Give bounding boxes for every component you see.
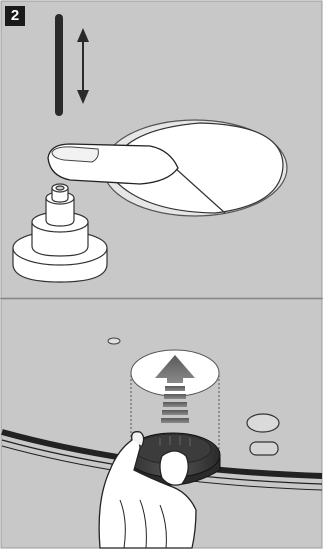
round-bump (247, 414, 279, 432)
bottom-panel (1, 299, 322, 548)
oval-slot (250, 442, 278, 455)
step-number-badge: 2 (5, 6, 25, 26)
small-hole (108, 338, 120, 344)
finger (48, 144, 178, 184)
vertical-rod (55, 14, 63, 116)
top-panel (1, 1, 322, 298)
